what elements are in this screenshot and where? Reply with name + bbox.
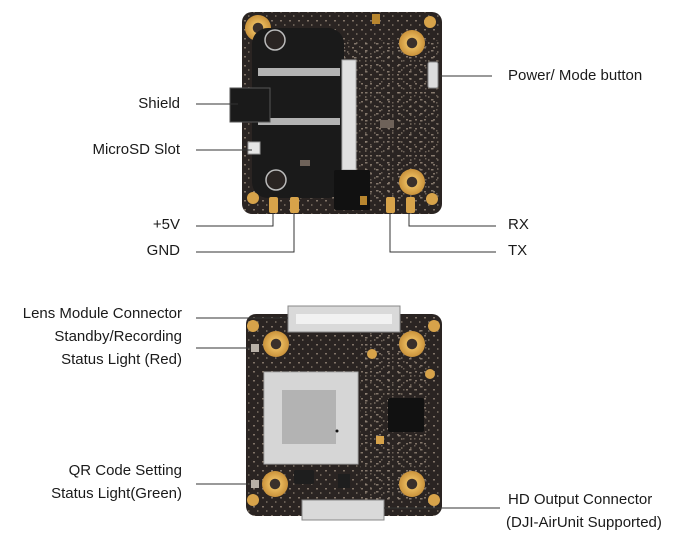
label-rx: RX bbox=[508, 216, 529, 233]
bottom-mount-pad-tl bbox=[263, 331, 289, 357]
top-board bbox=[229, 12, 442, 214]
label-qr-line2: Status Light(Green) bbox=[51, 485, 182, 502]
label-lens-module-connector: Lens Module Connector bbox=[22, 305, 182, 322]
label-5v: +5V bbox=[152, 216, 180, 233]
label-hd-line2: (DJI-AirUnit Supported) bbox=[506, 514, 662, 531]
label-qr-line1: QR Code Setting bbox=[68, 462, 182, 479]
hd-output-connector bbox=[301, 499, 385, 521]
top-mount-pad-tr bbox=[399, 30, 425, 56]
pad-gnd bbox=[290, 197, 299, 213]
bottom-board bbox=[246, 305, 442, 521]
label-power-mode-button: Power/ Mode button bbox=[508, 67, 643, 84]
label-status-red-line2: Status Light (Red) bbox=[61, 351, 182, 368]
status-light-green bbox=[251, 480, 259, 488]
microsd-slot bbox=[247, 141, 261, 155]
pad-tx bbox=[386, 197, 395, 213]
bottom-mount-pad-tr bbox=[399, 331, 425, 357]
top-mount-pad-br bbox=[399, 169, 425, 195]
top-leader-lines bbox=[196, 75, 496, 253]
label-status-red-line1: Standby/Recording bbox=[54, 328, 182, 345]
bottom-chip bbox=[388, 398, 424, 432]
label-tx: TX bbox=[508, 242, 528, 259]
label-microsd-slot: MicroSD Slot bbox=[92, 141, 180, 158]
label-shield: Shield bbox=[138, 95, 180, 112]
power-mode-button bbox=[427, 61, 439, 89]
shield-tab bbox=[229, 87, 271, 123]
label-hd-line1: HD Output Connector bbox=[508, 491, 653, 508]
label-gnd: GND bbox=[146, 242, 180, 259]
bottom-mount-pad-br bbox=[399, 471, 425, 497]
bottom-leader-lines bbox=[196, 317, 500, 509]
pad-5v bbox=[269, 197, 278, 213]
pad-rx bbox=[406, 197, 415, 213]
bottom-mount-pad-bl bbox=[262, 471, 288, 497]
status-light-red bbox=[251, 344, 259, 352]
